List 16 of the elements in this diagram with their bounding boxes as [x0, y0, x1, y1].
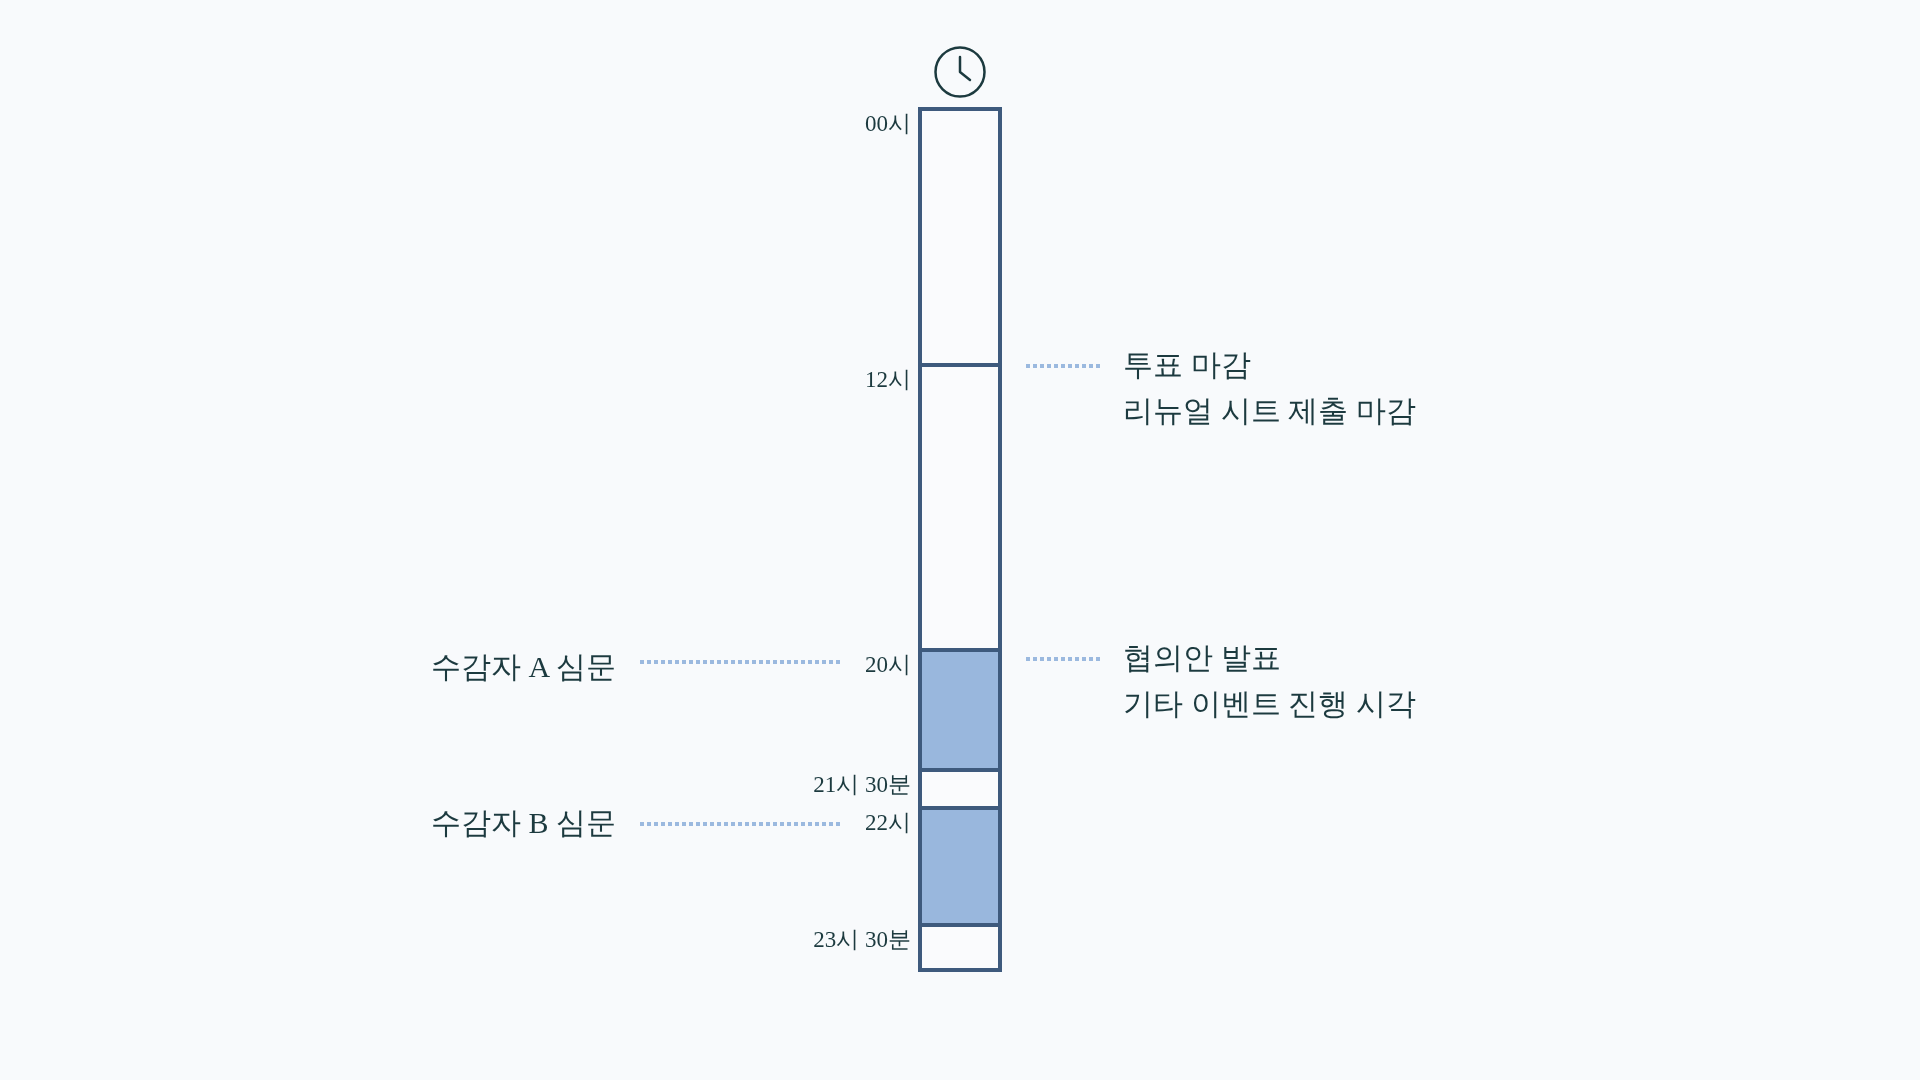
event-label: 투표 마감 — [1123, 347, 1251, 383]
event-label: 수감자 B 심문 — [431, 805, 616, 841]
time-label: 12시 — [865, 366, 911, 394]
time-label: 23시 30분 — [813, 926, 911, 954]
leader-line — [640, 660, 841, 664]
leader-line — [1024, 657, 1100, 661]
event-label: 협의안 발표 — [1123, 640, 1281, 676]
event-label: 기타 이벤트 진행 시각 — [1123, 686, 1416, 722]
event-label: 수감자 A 심문 — [431, 649, 616, 685]
time-label: 00시 — [865, 110, 911, 138]
event-label: 리뉴얼 시트 제출 마감 — [1123, 393, 1416, 429]
time-label: 20시 — [865, 651, 911, 679]
leader-line — [1024, 364, 1100, 368]
leader-line — [640, 822, 841, 826]
time-label: 21시 30분 — [813, 771, 911, 799]
time-label: 22시 — [865, 809, 911, 837]
